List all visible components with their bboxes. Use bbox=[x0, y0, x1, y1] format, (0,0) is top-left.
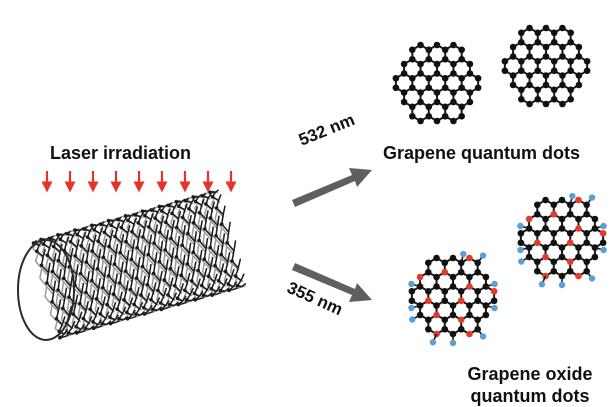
reaction-arrow-icon bbox=[292, 168, 372, 207]
reaction-arrow-icon bbox=[292, 263, 372, 302]
laser-irradiation-label: Laser irradiation bbox=[50, 143, 192, 163]
graphene-oxide-flake-icon bbox=[408, 250, 498, 347]
graphene-flake-icon bbox=[392, 41, 482, 125]
graphene-quantum-dots-label: Grapene quantum dots bbox=[383, 143, 581, 163]
laser-arrows bbox=[41, 171, 237, 193]
graphene-oxide-quantum-dots-label: Grapene oxide quantum dots bbox=[455, 363, 605, 407]
graphene-oxide-label-line2: quantum dots bbox=[470, 386, 590, 406]
graphene-oxide-label-line1: Grapene oxide bbox=[467, 364, 593, 384]
graphene-flake-icon bbox=[501, 24, 591, 108]
reaction-arrow-upper bbox=[292, 168, 372, 207]
carbon-nanotube-icon bbox=[17, 189, 247, 341]
reaction-arrow-lower bbox=[292, 263, 372, 302]
graphene-oxide-flake-icon bbox=[517, 192, 607, 289]
